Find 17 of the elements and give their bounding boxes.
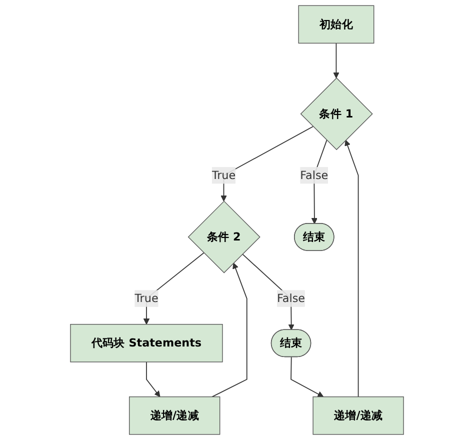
edge-label: False <box>300 168 328 182</box>
edge-label: False <box>277 292 306 305</box>
arrow <box>143 252 204 325</box>
edge-label: True <box>212 168 236 182</box>
node-diamond: 条件 1 <box>300 78 373 150</box>
arrow <box>333 42 340 78</box>
node-box: 代码块 Statements <box>70 324 223 362</box>
arrow <box>290 356 324 398</box>
arrow <box>212 262 248 398</box>
arrow <box>344 140 359 398</box>
edge-label: True <box>134 292 158 305</box>
arrow <box>146 362 160 398</box>
node-box: 递增/递减 <box>129 396 220 435</box>
node-box: 递增/递减 <box>312 396 404 435</box>
node-box: 初始化 <box>298 5 374 44</box>
arrow <box>220 126 314 202</box>
node-diamond: 条件 2 <box>188 200 260 274</box>
